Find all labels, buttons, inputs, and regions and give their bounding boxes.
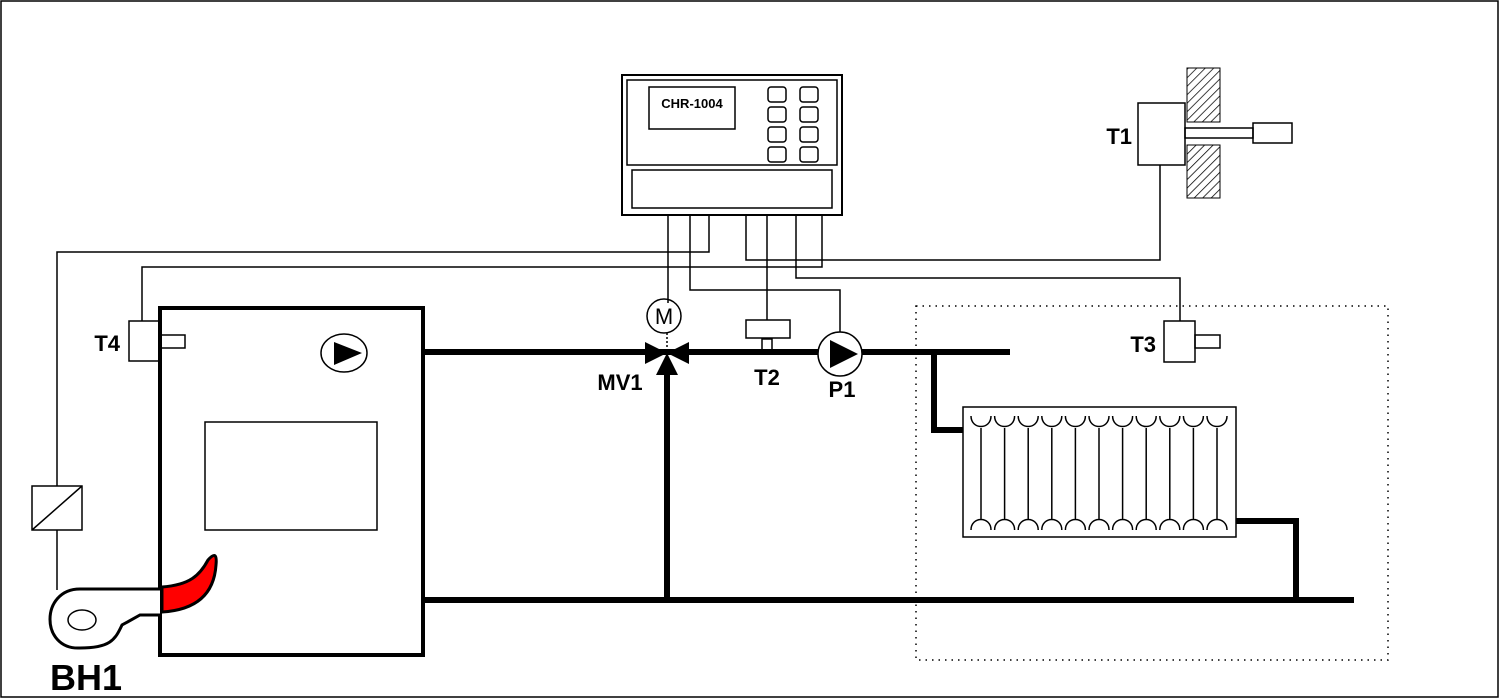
- controller-buttons: [767, 86, 819, 163]
- t1-label: T1: [1106, 124, 1132, 149]
- mixing-valve-mv1: M MV1: [597, 298, 689, 395]
- wall-icon: [1186, 67, 1221, 123]
- p1-label: P1: [829, 377, 856, 402]
- controller-display: [648, 86, 736, 130]
- controller-button[interactable]: [767, 126, 787, 143]
- controller: CHR-1004: [621, 74, 843, 216]
- t1-outdoor-sensor: T1: [1106, 67, 1293, 199]
- t3-room-sensor: T3: [1130, 320, 1221, 363]
- radiator-section: [1135, 415, 1157, 531]
- pipes: [420, 349, 1354, 603]
- boiler-door: [204, 421, 378, 531]
- wall-icon: [1186, 144, 1221, 199]
- controller-button[interactable]: [799, 126, 819, 143]
- radiator-section: [1159, 415, 1181, 531]
- boiler: [158, 306, 425, 657]
- radiator-section: [1017, 415, 1039, 531]
- flame-icon: [160, 553, 218, 614]
- controller-button[interactable]: [799, 106, 819, 123]
- t2-sensor: T2: [745, 319, 791, 390]
- radiator-section: [1088, 415, 1110, 531]
- controller-model: CHR-1004: [661, 96, 723, 111]
- controller-button[interactable]: [799, 146, 819, 163]
- wire-t4: [141, 215, 823, 321]
- boiler-pump-icon: [320, 333, 368, 373]
- radiator-section: [1206, 415, 1228, 531]
- controller-button[interactable]: [767, 146, 787, 163]
- burner: BH1: [48, 553, 218, 698]
- wire-t1: [745, 165, 1161, 261]
- wire-burner: [56, 215, 710, 486]
- radiator-section: [1064, 415, 1087, 531]
- bh1-label: BH1: [50, 657, 122, 698]
- radiator-section: [1041, 415, 1063, 531]
- t3-label: T3: [1130, 332, 1156, 357]
- mv1-label: MV1: [597, 370, 642, 395]
- controller-button[interactable]: [767, 86, 787, 103]
- t4-label: T4: [94, 331, 120, 356]
- radiator-section: [1182, 415, 1205, 531]
- wire-t3: [795, 215, 1181, 321]
- t4-sensor: T4: [94, 320, 186, 362]
- wiring: [56, 165, 1181, 590]
- pump-p1: P1: [817, 331, 863, 402]
- controller-button[interactable]: [767, 106, 787, 123]
- relay-icon: [31, 485, 83, 531]
- radiator: [962, 406, 1237, 538]
- motor-label: M: [655, 304, 673, 329]
- radiator-section: [1111, 415, 1134, 531]
- radiator-section: [993, 415, 1016, 531]
- t2-label: T2: [754, 365, 780, 390]
- controller-button[interactable]: [799, 86, 819, 103]
- radiator-section: [970, 415, 992, 531]
